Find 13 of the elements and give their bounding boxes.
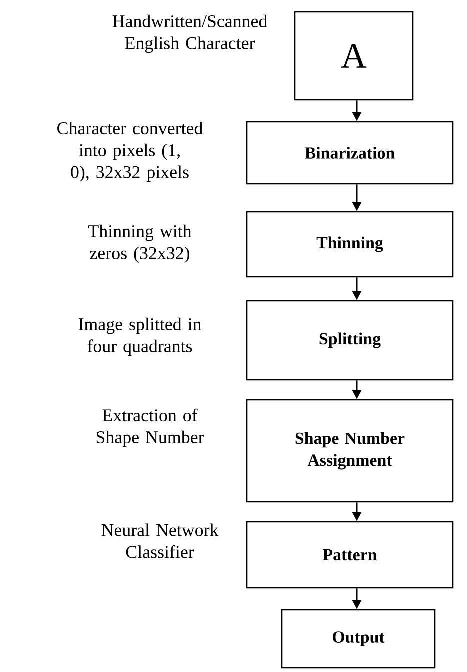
side-text: Thinning with zeros (32x32)	[88, 224, 192, 264]
process-box: Binarization	[246, 121, 454, 185]
side-text: Character converted into pixels (1, 0), 32x32 pixels	[58, 122, 203, 182]
process-box: Output	[281, 609, 436, 669]
side-text: Extraction of Shape Number	[96, 408, 204, 448]
process-box: A	[294, 11, 414, 101]
side-text: Handwritten/Scanned English Character	[112, 14, 268, 54]
side-text: Image splitted in four quadrants	[78, 318, 202, 356]
process-box: Pattern	[246, 521, 454, 589]
process-box: Shape Number Assignment	[246, 399, 454, 503]
process-box: Splitting	[246, 300, 454, 381]
process-box: Thinning	[246, 211, 454, 278]
side-text: Neural Network Classifier	[102, 524, 219, 558]
